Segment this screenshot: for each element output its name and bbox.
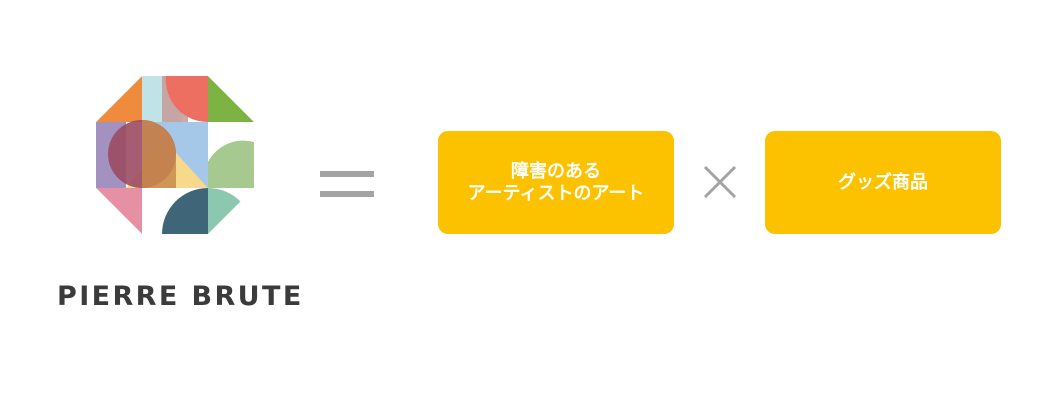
pierre-brute-logo-icon bbox=[96, 76, 254, 234]
artist-art-box-line2: アーティストのアート bbox=[467, 182, 645, 204]
goods-products-box: グッズ商品 bbox=[765, 131, 1001, 234]
artist-art-box: 障害のある アーティストのアート bbox=[438, 131, 674, 234]
equals-sign-icon bbox=[320, 171, 374, 199]
artist-art-box-line1: 障害のある bbox=[511, 160, 601, 182]
goods-products-box-label: グッズ商品 bbox=[838, 171, 928, 193]
brand-name: PIERRE BRUTE bbox=[57, 281, 304, 312]
multiply-sign-icon bbox=[702, 164, 738, 200]
equals-bar-top bbox=[320, 171, 374, 177]
equals-bar-bottom bbox=[320, 191, 374, 197]
